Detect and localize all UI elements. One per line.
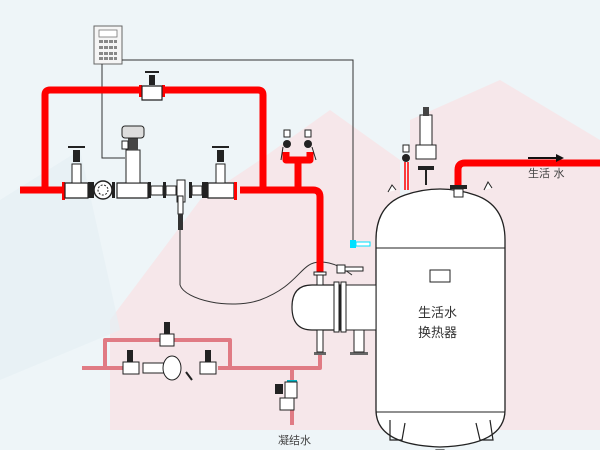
outlet-globe-valve[interactable] bbox=[205, 146, 237, 200]
outlet-label: 生活 水 bbox=[528, 167, 565, 180]
temperature-controller[interactable] bbox=[93, 25, 123, 65]
condensate-outlet-valve[interactable] bbox=[199, 350, 217, 375]
control-valve[interactable] bbox=[116, 125, 151, 199]
strainer[interactable] bbox=[91, 180, 115, 200]
sensor-probe[interactable] bbox=[350, 240, 371, 248]
vessel-label-line1: 生活水 bbox=[418, 306, 458, 321]
condensate-bypass-valve[interactable] bbox=[159, 322, 175, 347]
pipe-fittings bbox=[150, 182, 205, 198]
vessel-label-line2: 换热器 bbox=[418, 326, 458, 341]
bypass-globe-valve[interactable] bbox=[139, 71, 165, 101]
signal-wires bbox=[101, 59, 354, 305]
outlet-pipe-flange bbox=[450, 185, 467, 198]
condensate-inlet-valve[interactable] bbox=[122, 350, 140, 375]
vessel-legs bbox=[389, 419, 494, 450]
inlet-globe-valve[interactable] bbox=[62, 146, 91, 200]
pressure-gauges[interactable] bbox=[280, 129, 317, 161]
safety-valve[interactable] bbox=[415, 107, 437, 185]
outlet-flow-arrow bbox=[528, 154, 564, 162]
steam-trap[interactable] bbox=[142, 355, 193, 381]
temperature-probe[interactable] bbox=[336, 264, 364, 274]
tube-bundle[interactable] bbox=[291, 271, 377, 355]
temperature-sensor[interactable] bbox=[176, 179, 186, 230]
condensate-label: 凝结水 bbox=[278, 434, 311, 447]
heat-exchanger-vessel[interactable] bbox=[375, 188, 506, 448]
condensate-pump[interactable] bbox=[275, 380, 298, 411]
vessel-pressure-gauge[interactable] bbox=[402, 144, 410, 190]
vessel-lugs bbox=[387, 181, 493, 193]
